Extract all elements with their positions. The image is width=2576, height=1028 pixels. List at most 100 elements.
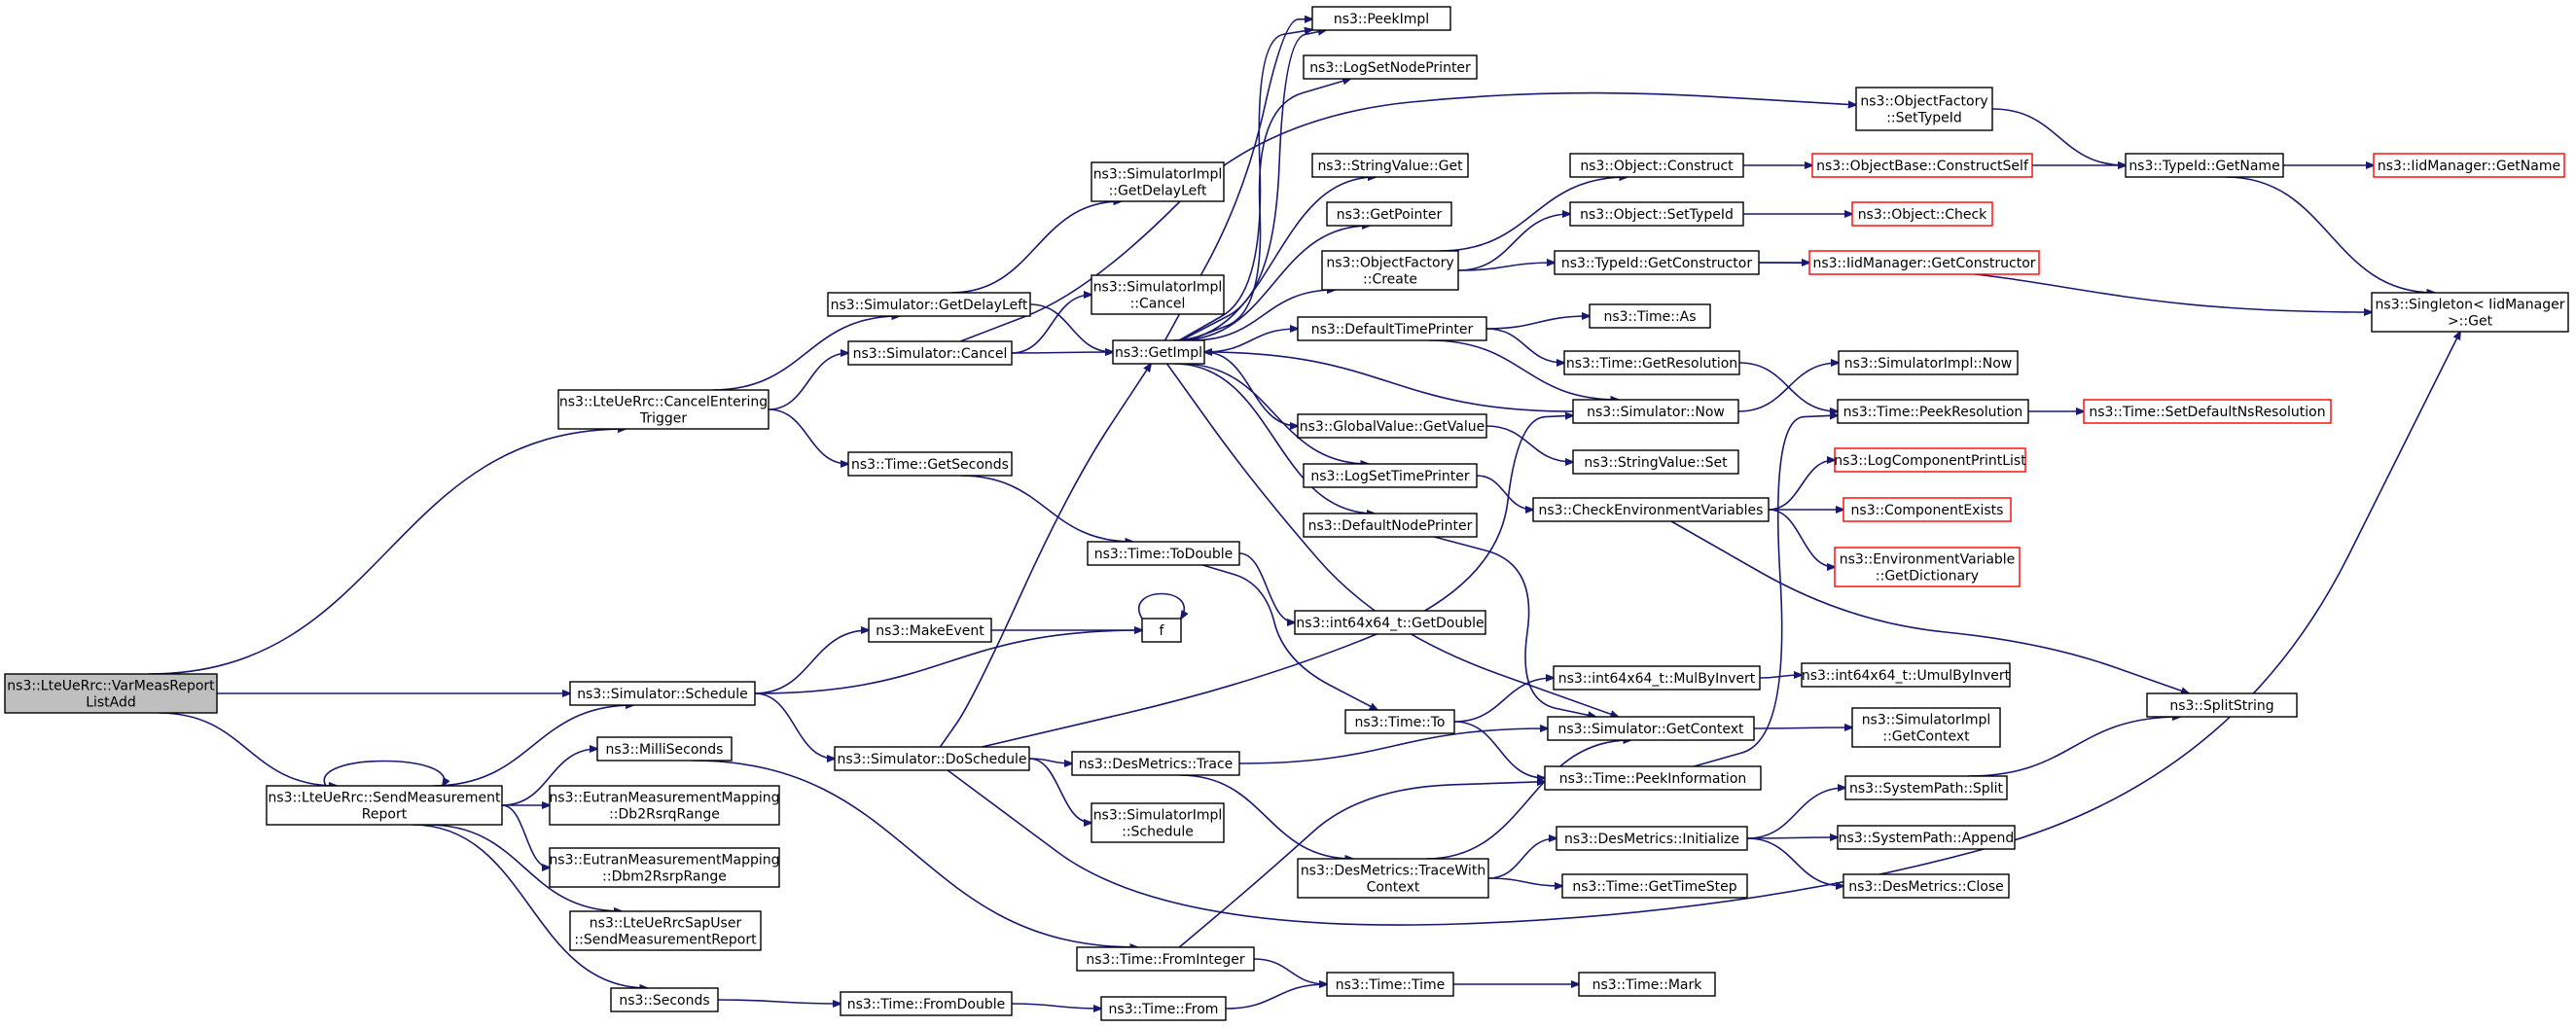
node-sim-do-schedule[interactable]: ns3::Simulator::DoSchedule — [834, 746, 1030, 771]
node-sap-user-send-meas[interactable]: ns3::LteUeRrcSapUser::SendMeasurementRep… — [569, 910, 762, 951]
node-object-construct[interactable]: ns3::Object::Construct — [1569, 153, 1744, 178]
node-seconds[interactable]: ns3::Seconds — [610, 987, 719, 1012]
node-label: ::Db2RsrqRange — [609, 807, 720, 823]
node-time-as[interactable]: ns3::Time::As — [1589, 303, 1711, 329]
node-time-get-time-step[interactable]: ns3::Time::GetTimeStep — [1561, 873, 1748, 899]
node-iid-get-constructor[interactable]: ns3::IidManager::GetConstructor — [1808, 250, 2040, 275]
node-time-to[interactable]: ns3::Time::To — [1344, 709, 1455, 734]
node-des-initialize[interactable]: ns3::DesMetrics::Initialize — [1556, 826, 1748, 851]
node-box — [1855, 87, 1993, 131]
node-impl-get-context[interactable]: ns3::SimulatorImpl::GetContext — [1851, 707, 2001, 748]
edge-sim-get-delay-left-to-impl-get-delay-left — [950, 201, 1121, 294]
node-obj-base-construct-self[interactable]: ns3::ObjectBase::ConstructSelf — [1811, 153, 2033, 178]
node-impl-cancel[interactable]: ns3::SimulatorImpl::Cancel — [1091, 274, 1225, 315]
node-component-exists[interactable]: ns3::ComponentExists — [1843, 497, 2012, 522]
node-box — [1554, 250, 1760, 275]
node-int64-get-double[interactable]: ns3::int64x64_t::GetDouble — [1294, 610, 1486, 635]
node-log-set-node-printer[interactable]: ns3::LogSetNodePrinter — [1303, 54, 1478, 80]
node-time-time[interactable]: ns3::Time::Time — [1326, 972, 1454, 997]
edge-time-peek-information-to-time-peek-resolution — [1694, 415, 1838, 767]
node-label: ns3::EutranMeasurementMapping — [549, 791, 779, 806]
node-default-time-printer[interactable]: ns3::DefaultTimePrinter — [1297, 316, 1487, 341]
node-string-value-get[interactable]: ns3::StringValue::Get — [1311, 153, 1469, 178]
node-box — [827, 292, 1031, 317]
node-box — [1297, 413, 1487, 439]
node-type-id-get-constructor[interactable]: ns3::TypeId::GetConstructor — [1554, 250, 1760, 275]
node-object-factory-create[interactable]: ns3::ObjectFactory::Create — [1321, 250, 1459, 291]
edge-des-initialize-to-system-path-append — [1746, 837, 1838, 838]
node-log-component-print-list[interactable]: ns3::LogComponentPrintList — [1834, 447, 2026, 473]
node-box — [557, 389, 769, 430]
node-time-to-double[interactable]: ns3::Time::ToDouble — [1087, 541, 1240, 566]
node-label: ns3::Simulator::Cancel — [853, 346, 1008, 362]
node-label: ns3::SimulatorImpl — [1862, 713, 1991, 728]
edge-get-impl-to-peek-impl — [1180, 30, 1326, 341]
edge-default-time-printer-to-sim-now — [1429, 339, 1618, 400]
node-global-value-get-value[interactable]: ns3::GlobalValue::GetValue — [1297, 413, 1487, 439]
node-object-set-type-id[interactable]: ns3::Object::SetTypeId — [1569, 201, 1744, 227]
node-sim-get-delay-left[interactable]: ns3::Simulator::GetDelayLeft — [827, 292, 1031, 317]
node-impl-get-delay-left[interactable]: ns3::SimulatorImpl::GetDelayLeft — [1091, 161, 1225, 202]
edge-time-to-to-time-peek-information — [1453, 721, 1545, 778]
node-send-measurement-report[interactable]: ns3::LteUeRrc::SendMeasurementReport — [266, 785, 503, 826]
node-db2-rsrq-range[interactable]: ns3::EutranMeasurementMapping::Db2RsrqRa… — [549, 785, 780, 826]
edge-time-from-to-time-time — [1225, 984, 1327, 1010]
node-label: ns3::EutranMeasurementMapping — [549, 853, 779, 868]
node-f[interactable]: f — [1141, 618, 1182, 643]
node-time-get-resolution[interactable]: ns3::Time::GetResolution — [1563, 350, 1740, 375]
node-time-from-integer[interactable]: ns3::Time::FromInteger — [1076, 946, 1255, 972]
node-time-from-double[interactable]: ns3::Time::FromDouble — [840, 991, 1013, 1016]
node-default-node-printer[interactable]: ns3::DefaultNodePrinter — [1303, 513, 1478, 538]
edge-cancel-entering-trigger-to-time-get-seconds — [768, 408, 848, 464]
node-time-get-seconds[interactable]: ns3::Time::GetSeconds — [847, 451, 1013, 477]
edge-object-factory-create-to-object-construct — [1439, 177, 1628, 252]
node-make-event[interactable]: ns3::MakeEvent — [868, 618, 992, 643]
node-label: ns3::SystemPath::Split — [1849, 781, 2003, 797]
node-peek-impl[interactable]: ns3::PeekImpl — [1311, 6, 1451, 31]
node-get-pointer[interactable]: ns3::GetPointer — [1326, 201, 1452, 227]
node-system-path-append[interactable]: ns3::SystemPath::Append — [1837, 825, 2016, 850]
node-split-string[interactable]: ns3::SplitString — [2146, 692, 2298, 718]
node-dbm2-rsrp-range[interactable]: ns3::EutranMeasurementMapping::Dbm2RsrpR… — [549, 847, 780, 888]
node-box — [1572, 449, 1739, 475]
node-time-set-default-ns-resolution[interactable]: ns3::Time::SetDefaultNsResolution — [2083, 399, 2332, 424]
node-env-var-get-dictionary[interactable]: ns3::EnvironmentVariable::GetDictionary — [1834, 547, 2021, 587]
node-impl-now[interactable]: ns3::SimulatorImpl::Now — [1838, 350, 2019, 375]
node-milli-seconds[interactable]: ns3::MilliSeconds — [596, 736, 733, 762]
node-object-check[interactable]: ns3::Object::Check — [1851, 201, 1993, 227]
node-time-peek-information[interactable]: ns3::Time::PeekInformation — [1544, 765, 1762, 791]
node-sim-get-context[interactable]: ns3::Simulator::GetContext — [1547, 716, 1755, 741]
node-time-mark[interactable]: ns3::Time::Mark — [1578, 972, 1716, 997]
node-des-trace[interactable]: ns3::DesMetrics::Trace — [1071, 751, 1240, 776]
node-time-from[interactable]: ns3::Time::From — [1100, 996, 1227, 1021]
node-sim-cancel[interactable]: ns3::Simulator::Cancel — [847, 340, 1013, 366]
node-box — [1553, 665, 1761, 691]
node-get-impl[interactable]: ns3::GetImpl — [1112, 339, 1205, 365]
edge-des-initialize-to-des-close — [1746, 837, 1843, 886]
node-sim-now[interactable]: ns3::Simulator::Now — [1572, 399, 1739, 424]
node-system-path-split[interactable]: ns3::SystemPath::Split — [1844, 775, 2008, 800]
node-box — [1837, 825, 2016, 850]
node-log-set-time-printer[interactable]: ns3::LogSetTimePrinter — [1303, 463, 1478, 488]
node-int64-mul-by-invert[interactable]: ns3::int64x64_t::MulByInvert — [1553, 665, 1761, 691]
node-time-peek-resolution[interactable]: ns3::Time::PeekResolution — [1837, 399, 2029, 424]
node-label: ns3::LogSetTimePrinter — [1310, 469, 1470, 484]
node-type-id-get-name[interactable]: ns3::TypeId::GetName — [2125, 153, 2284, 178]
node-des-close[interactable]: ns3::DesMetrics::Close — [1843, 873, 2010, 899]
node-impl-schedule[interactable]: ns3::SimulatorImpl::Schedule — [1091, 802, 1225, 843]
node-label: ns3::Time::PeekResolution — [1843, 405, 2023, 420]
node-object-factory-set-type-id[interactable]: ns3::ObjectFactory::SetTypeId — [1855, 87, 1993, 131]
node-iid-get-name[interactable]: ns3::IidManager::GetName — [2373, 153, 2565, 178]
edge-get-impl-to-peek-impl — [1178, 29, 1312, 341]
node-check-env-vars[interactable]: ns3::CheckEnvironmentVariables — [1532, 497, 1770, 522]
node-string-value-set[interactable]: ns3::StringValue::Set — [1572, 449, 1739, 475]
edge-get-impl-to-global-value-get-value — [1203, 351, 1298, 426]
node-singleton-get[interactable]: ns3::Singleton< IidManager>::Get — [2371, 292, 2569, 333]
node-int64-umul-by-invert[interactable]: ns3::int64x64_t::UmulByInvert — [1801, 662, 2011, 688]
node-box — [610, 987, 719, 1012]
node-sim-schedule[interactable]: ns3::Simulator::Schedule — [569, 681, 756, 706]
